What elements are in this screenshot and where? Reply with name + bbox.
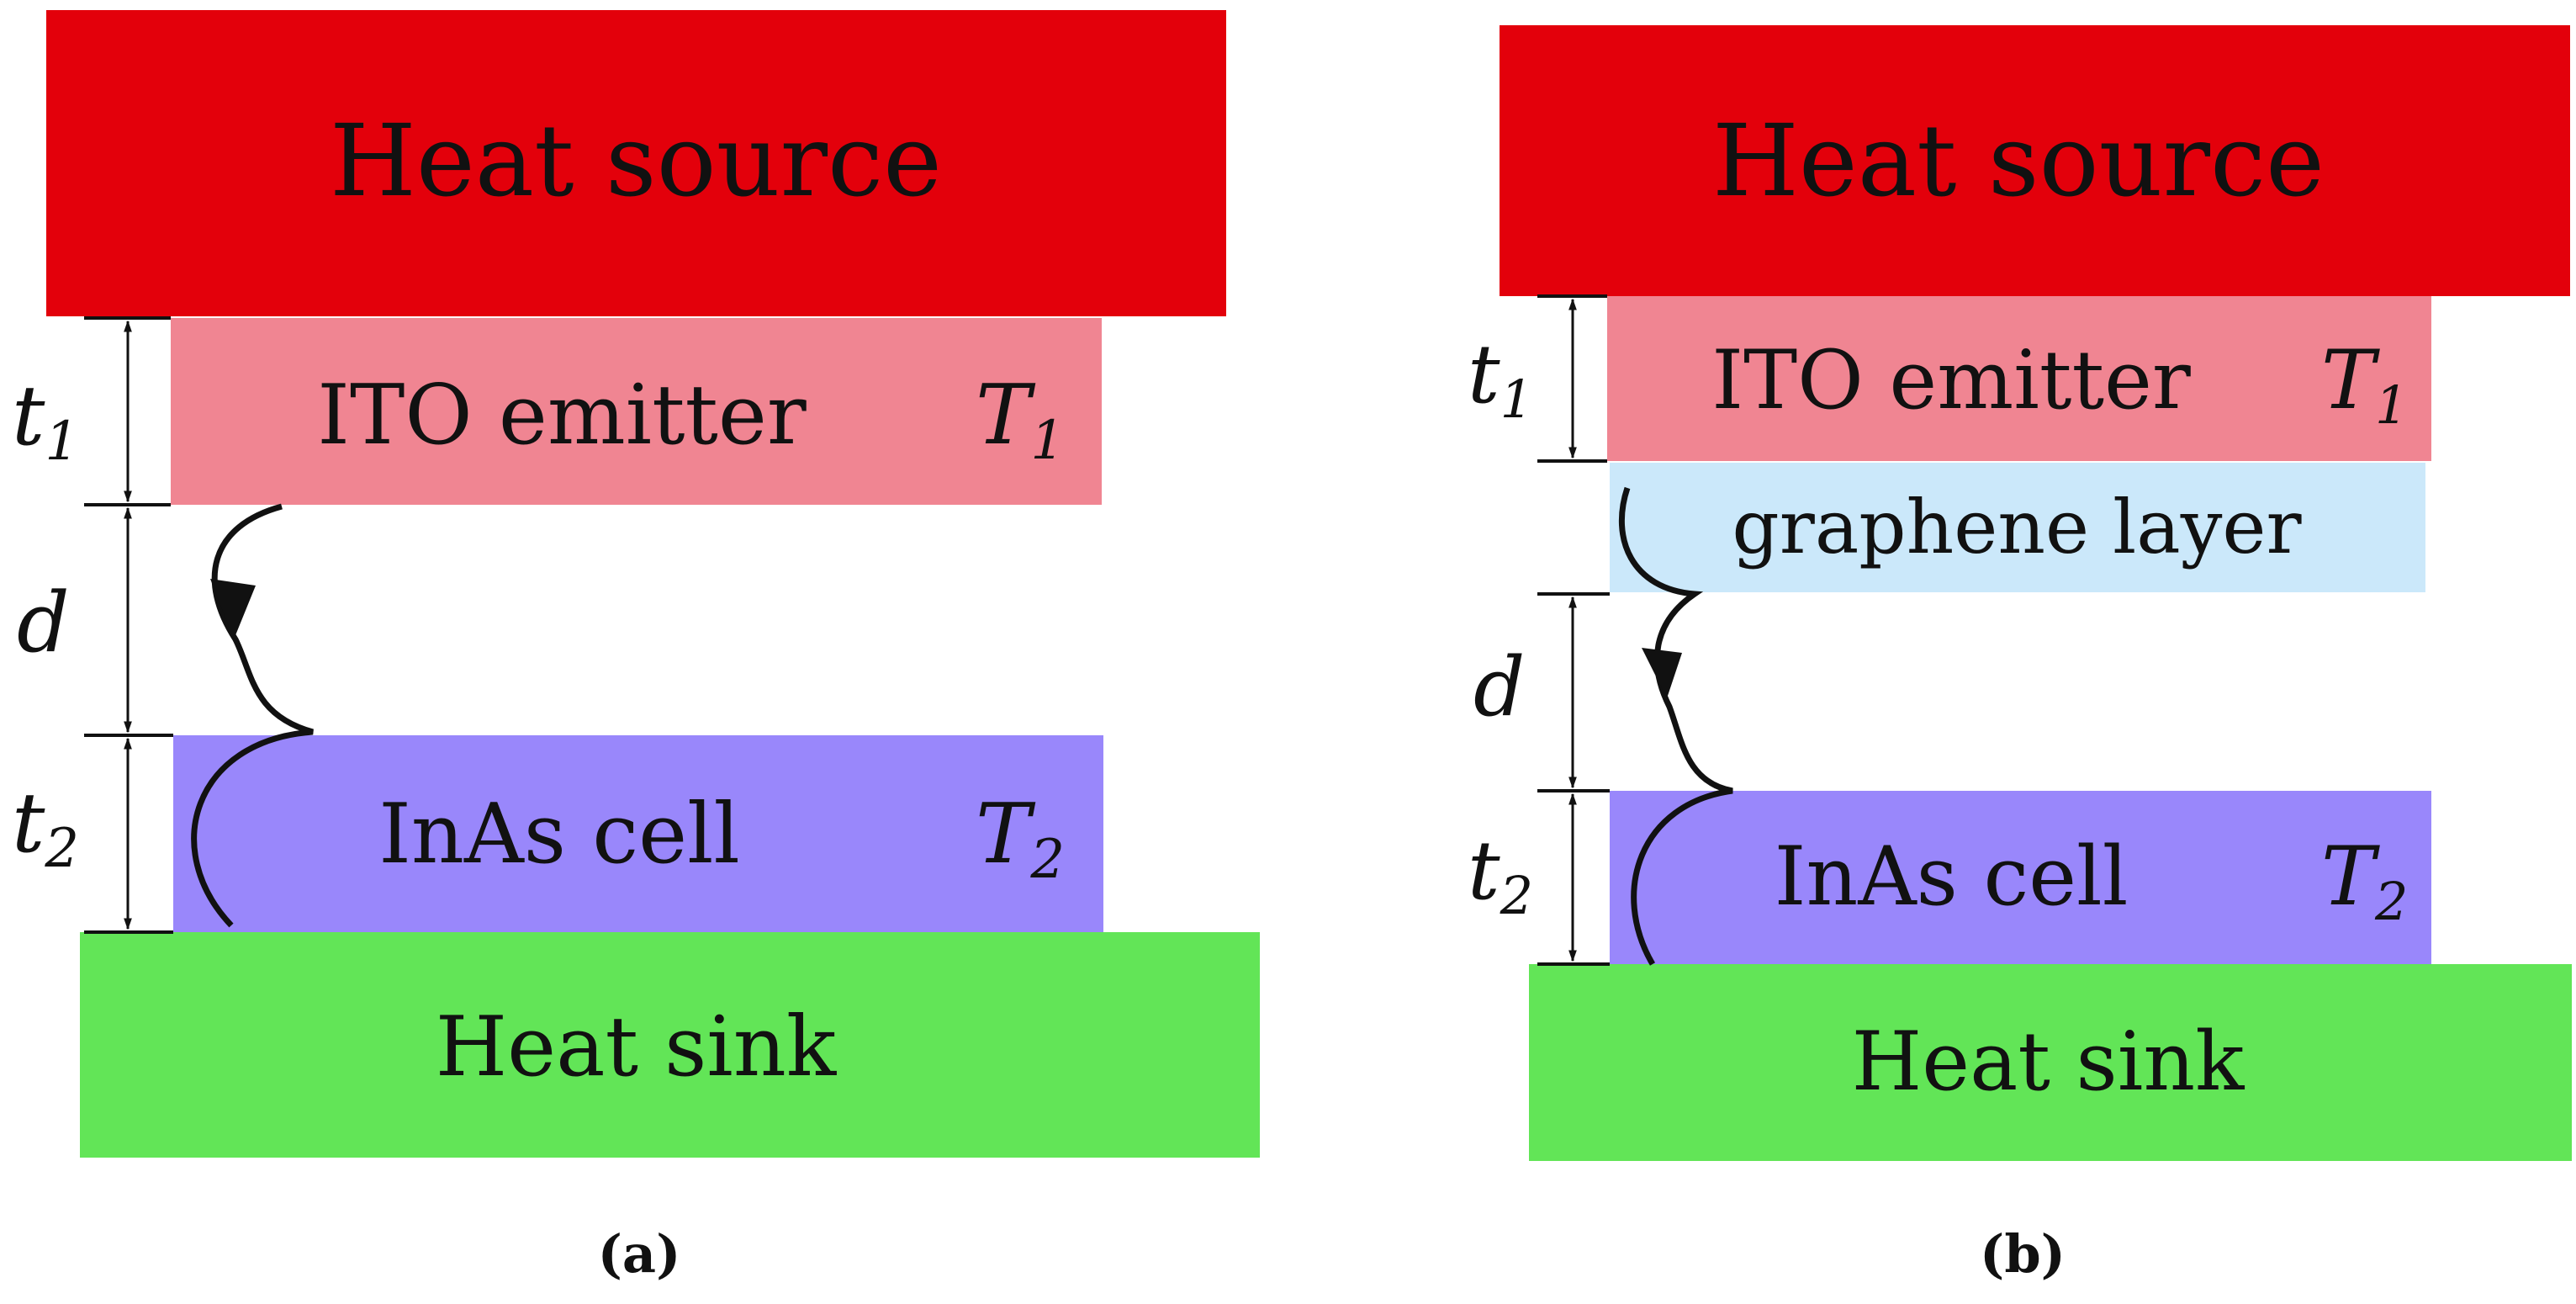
t2-label-a: t2 [12,776,79,880]
t2-label-b: t2 [1468,824,1533,926]
ito-emitter-label-b: ITO emitter [1711,333,2191,427]
heat-sink-label-a: Heat sink [436,999,838,1095]
caption-b: (b) [1980,1223,2066,1285]
heat-source-block-b [1500,25,2570,296]
heat-sink-label-b: Heat sink [1852,1015,2245,1109]
heat-sink-block-a [80,932,1260,1158]
inas-cell-block-b [1610,791,2431,964]
ito-emitter-block-b [1607,296,2431,461]
dimension-ticks-a [84,316,173,934]
heat-source-label-a: Heat source [330,103,942,219]
heat-source-block-a [46,10,1226,316]
inas-cell-block-a [173,735,1103,932]
graphene-layer-label-b: graphene layer [1732,484,2302,570]
heat-sink-block-b [1529,964,2572,1161]
t1-label-b: t1 [1468,327,1533,430]
heat-source-label-b: Heat source [1712,103,2325,219]
heat-flux-arrowhead-b [1642,648,1682,698]
inas-cell-label-a: InAs cell [378,787,740,883]
dimension-ticks-b [1537,294,1610,966]
temperature-t1-label-a: T1 [976,368,1065,472]
ito-emitter-block-a [171,318,1102,505]
temperature-t2-label-a: T2 [976,787,1065,891]
panel-a: Heat source ITO emitter T1 InAs cell T2 … [12,10,1260,1285]
panel-b: Heat source ITO emitter T1 graphene laye… [1468,25,2572,1285]
temperature-t1-label-b: T1 [2321,333,2408,436]
inas-cell-label-b: InAs cell [1775,830,2129,924]
d-label-b: d [1473,640,1525,734]
t1-label-a: t1 [12,368,79,473]
heat-flux-curve-a [191,503,314,928]
temperature-t2-label-b: T2 [2321,830,2408,932]
heat-flux-curve-b [1618,486,1733,966]
heat-flux-arrowhead-a [210,579,256,639]
graphene-layer-block-b [1610,463,2425,592]
ito-emitter-label-a: ITO emitter [317,368,807,464]
d-label-a: d [17,575,70,671]
caption-a: (a) [598,1223,681,1285]
